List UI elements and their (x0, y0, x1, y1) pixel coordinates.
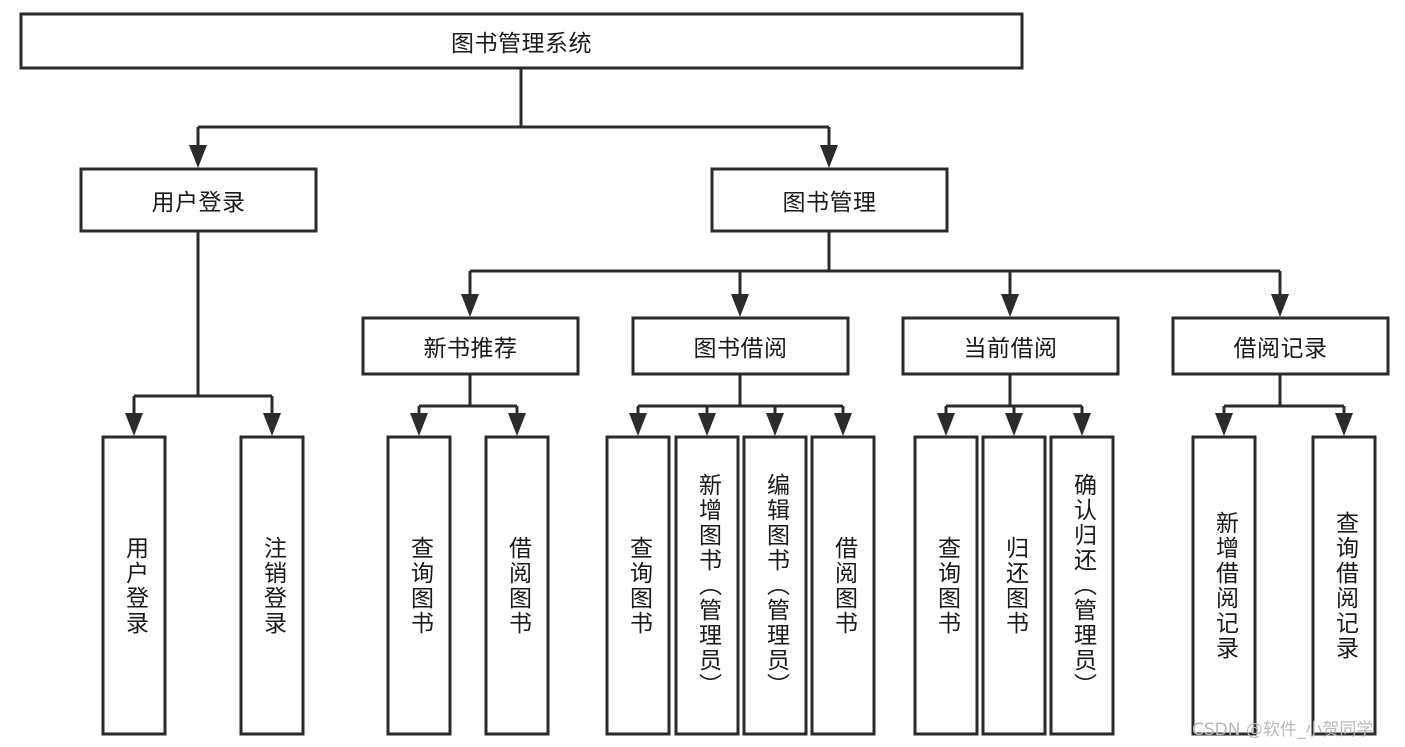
node-box-new-book-recommend[interactable] (361, 316, 580, 376)
leaf-box-borrow-record-0[interactable] (1191, 435, 1257, 736)
node-box-current-borrow[interactable] (901, 316, 1120, 376)
leaf-box-book-borrow-2[interactable] (742, 435, 808, 736)
connector-root-to-level2 (189, 68, 838, 168)
leaf-box-current-borrow-1[interactable] (981, 435, 1047, 736)
node-box-book-management[interactable] (710, 167, 949, 233)
node-box-user-login[interactable] (79, 167, 318, 233)
leaf-box-borrow-record-1[interactable] (1311, 435, 1377, 736)
leaf-box-new-book-1[interactable] (484, 435, 550, 736)
leaf-box-current-borrow-2[interactable] (1049, 435, 1115, 736)
leaf-box-new-book-0[interactable] (386, 435, 452, 736)
connector-bookborrow-to-leaves (629, 374, 852, 436)
connector-currentborrow-to-leaves (937, 374, 1091, 436)
node-box-book-borrow[interactable] (631, 316, 850, 376)
connector-newbook-to-leaves (410, 374, 526, 436)
node-box-root[interactable] (19, 12, 1024, 70)
leaf-box-user-login-1[interactable] (239, 435, 305, 736)
leaf-box-book-borrow-0[interactable] (605, 435, 671, 736)
leaf-box-book-borrow-3[interactable] (810, 435, 876, 736)
leaf-box-current-borrow-0[interactable] (913, 435, 979, 736)
connector-userlogin-to-leaves (125, 231, 281, 436)
node-box-borrow-record[interactable] (1171, 316, 1390, 376)
leaf-box-user-login-0[interactable] (101, 435, 167, 736)
connector-borrowrecord-to-leaves (1215, 374, 1353, 436)
connector-bookmgmt-to-level3 (461, 231, 1289, 317)
leaf-box-book-borrow-1[interactable] (674, 435, 740, 736)
